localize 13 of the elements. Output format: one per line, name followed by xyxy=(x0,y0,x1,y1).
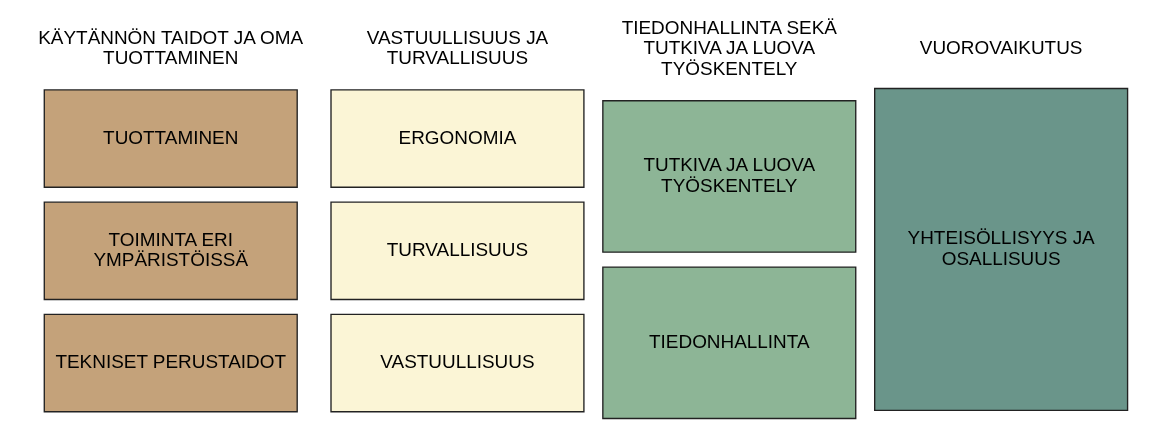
node-box: VASTUULLISUUS xyxy=(330,313,585,413)
node-box: TUTKIVA JA LUOVA TYÖSKENTELY xyxy=(602,100,857,253)
node-box: TUOTTAMINEN xyxy=(43,89,298,188)
label: KÄYTÄNNÖN TAIDOT JA OMA TUOTTAMINEN xyxy=(38,27,304,69)
label: TIEDONHALLINTA SEKÄ TUTKIVA JA LUOVA TYÖSKENTELY xyxy=(621,17,837,79)
node-box: TIEDONHALLINTA xyxy=(602,266,857,420)
node-box: TEKNISET PERUSTAIDOT xyxy=(43,313,298,413)
node-box: TOIMINTA ERI YMPÄRISTÖISSÄ xyxy=(43,201,298,301)
node-box: YHTEISÖLLISYYS JA OSALLISUUS xyxy=(874,87,1129,412)
node-box: ERGONOMIA xyxy=(330,89,585,188)
label: VASTUULLISUUS JA TURVALLISUUS xyxy=(366,27,549,69)
node-box: TURVALLISUUS xyxy=(330,201,585,301)
label: VUOROVAIKUTUS xyxy=(919,37,1083,59)
